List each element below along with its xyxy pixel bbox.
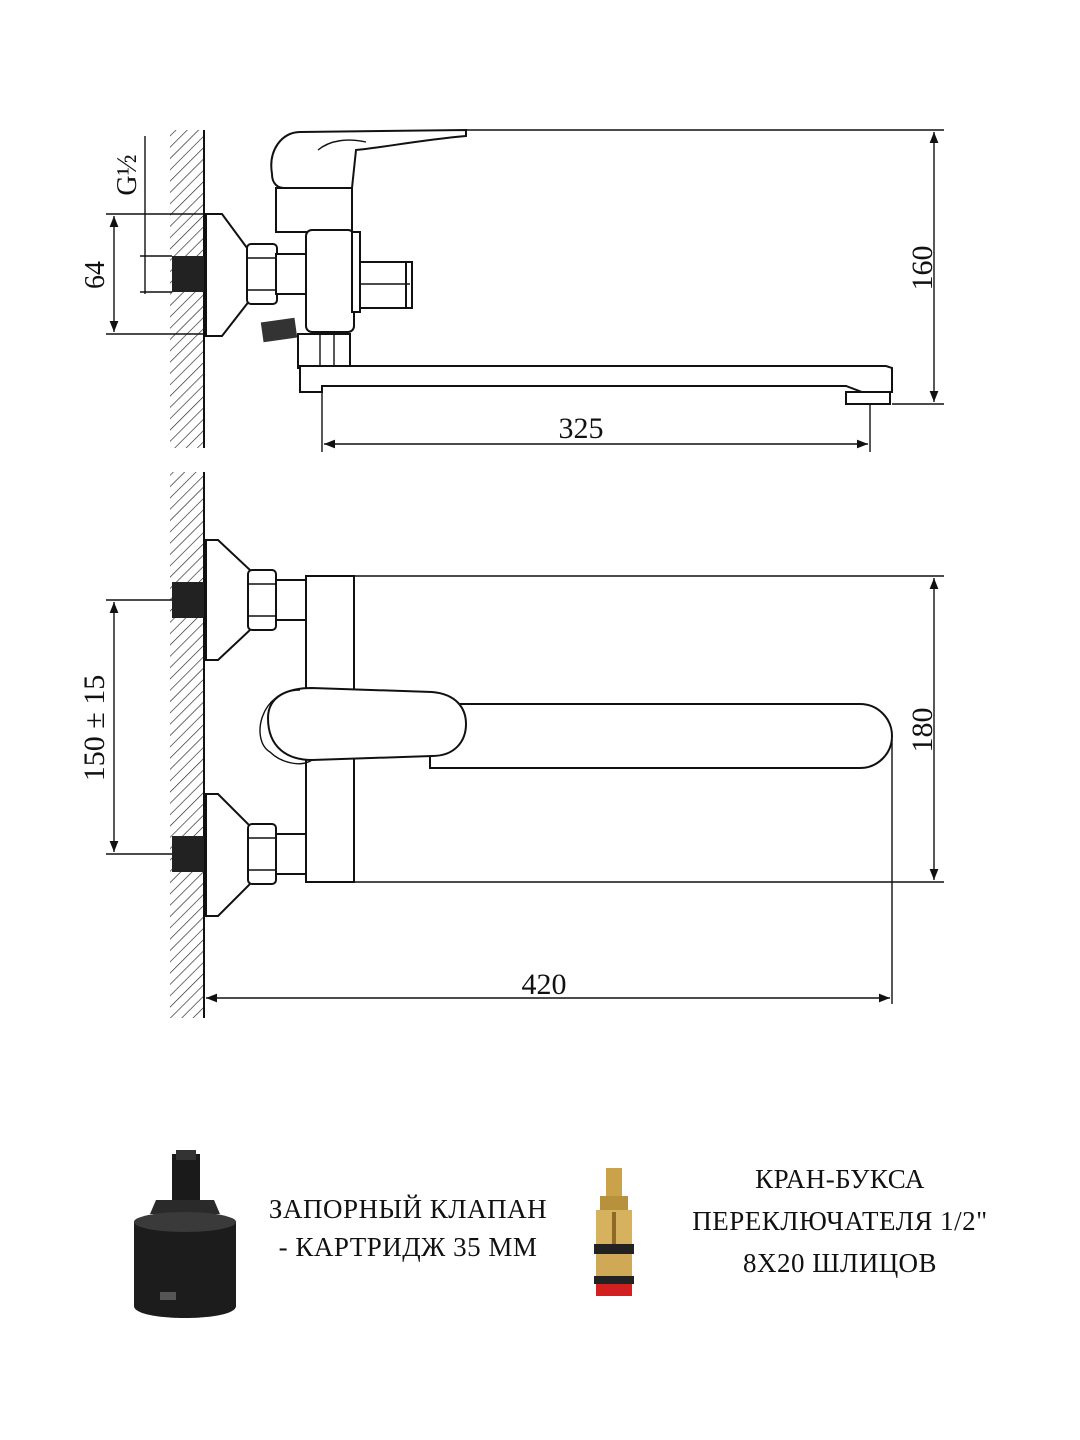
inlet-pipe-block — [172, 256, 204, 292]
dim-inlet-height-label: 64 — [80, 261, 111, 289]
spout-nut — [297, 333, 351, 369]
side-view: G½ 64 160 325 — [80, 128, 944, 452]
aerator — [845, 391, 891, 405]
cartridge-caption-line1: ЗАПОРНЫЙ КЛАПАН — [268, 1194, 548, 1224]
cartridge-caption: ЗАПОРНЫЙ КЛАПАН - КАРТРИДЖ 35 ММ — [238, 1190, 578, 1266]
lower-nut — [247, 823, 277, 885]
mixer-body-top — [275, 187, 353, 233]
lower-inlet-block — [172, 836, 204, 872]
valve-caption-line3: 8Х20 ШЛИЦОВ — [743, 1248, 937, 1278]
lower-escutcheon — [205, 793, 251, 917]
wall-hatch — [170, 472, 204, 1018]
diverter-knob — [359, 261, 411, 309]
mixer-handle — [270, 128, 467, 189]
upper-escutcheon — [205, 539, 251, 661]
dim-inlet-spacing-label: 150 ± 15 — [78, 675, 111, 781]
connector-pipe — [275, 253, 311, 295]
upper-inlet-block — [172, 582, 204, 618]
mixer-handle — [266, 686, 468, 762]
valve-caption-line2: ПЕРЕКЛЮЧАТЕЛЯ 1/2" — [692, 1206, 988, 1236]
spout — [429, 703, 893, 769]
spout — [299, 365, 893, 393]
escutcheon — [205, 213, 251, 337]
valve-caption-line1: КРАН-БУКСА — [755, 1164, 925, 1194]
valve-image — [594, 1168, 634, 1296]
dim-body-width-label: 180 — [906, 708, 939, 753]
dim-spout-reach-label: 325 — [559, 412, 604, 445]
eccentric-nut — [246, 243, 278, 305]
dim-total-length-label: 420 — [522, 968, 567, 1001]
dim-thread-label: G½ — [112, 154, 143, 195]
mixer-body — [305, 229, 355, 333]
hose-outlet — [260, 317, 298, 343]
cartridge-image — [134, 1150, 236, 1318]
valve-caption: КРАН-БУКСА ПЕРЕКЛЮЧАТЕЛЯ 1/2" 8Х20 ШЛИЦО… — [660, 1160, 1020, 1282]
top-view: 180 150 ± 15 420 — [78, 472, 944, 1018]
upper-nut — [247, 569, 277, 631]
cartridge-caption-line2: - КАРТРИДЖ 35 ММ — [278, 1232, 538, 1262]
dim-total-height-label: 160 — [906, 246, 939, 291]
